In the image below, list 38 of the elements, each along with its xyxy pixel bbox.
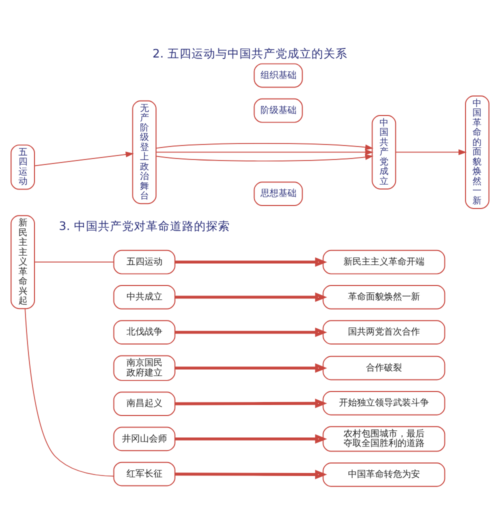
node-box: 组织基础 — [254, 63, 303, 88]
node-box: 五四运动 — [10, 144, 35, 190]
node-box: 红军长征 — [113, 462, 176, 486]
arrow — [156, 143, 374, 150]
arrow — [34, 152, 134, 166]
node-box: 中共成立 — [113, 285, 176, 310]
node-box: 井冈山会师 — [113, 426, 176, 452]
arrow — [174, 292, 328, 302]
arrow — [174, 257, 328, 267]
node-box: 合作破裂 — [322, 356, 446, 380]
arrow — [174, 470, 328, 480]
node-box: 新民主主义革命开端 — [322, 250, 446, 274]
connector — [34, 262, 114, 263]
node-box: 阶级基础 — [254, 98, 303, 123]
arrow — [156, 149, 374, 156]
arrow — [174, 434, 328, 444]
node-box: 革命面貌焕然一新 — [322, 285, 446, 310]
node-box: 无产阶级登上政治舞台 — [132, 100, 157, 204]
node-box: 中国革命转危为安 — [322, 462, 446, 487]
node-box: 南昌起义 — [113, 392, 176, 416]
node-box: 北伐战争 — [113, 320, 176, 344]
node-box: 农村包围城市，最后夺取全国胜利的道路 — [322, 426, 446, 452]
node-box: 新民主主义革命兴起 — [10, 215, 35, 310]
connector — [24, 308, 114, 477]
node-box: 中国共产党成立 — [372, 115, 396, 190]
arrow — [174, 398, 328, 408]
arrow — [156, 154, 374, 162]
arrow — [174, 328, 328, 338]
node-box: 中国革命的面貌焕然一新 — [465, 96, 490, 209]
node-box: 思想基础 — [254, 182, 303, 206]
arrow — [395, 149, 467, 156]
node-box: 国共两党首次合作 — [322, 320, 446, 344]
node-box: 南京国民政府建立 — [113, 355, 176, 381]
node-box: 五四运动 — [113, 250, 176, 274]
label: 3. 中国共产党对革命道路的探索 — [58, 218, 230, 233]
arrow — [174, 363, 328, 373]
node-box: 开始独立领导武装斗争 — [322, 391, 446, 416]
diagram-title: 2. 五四运动与中国共产党成立的关系 — [152, 46, 348, 61]
